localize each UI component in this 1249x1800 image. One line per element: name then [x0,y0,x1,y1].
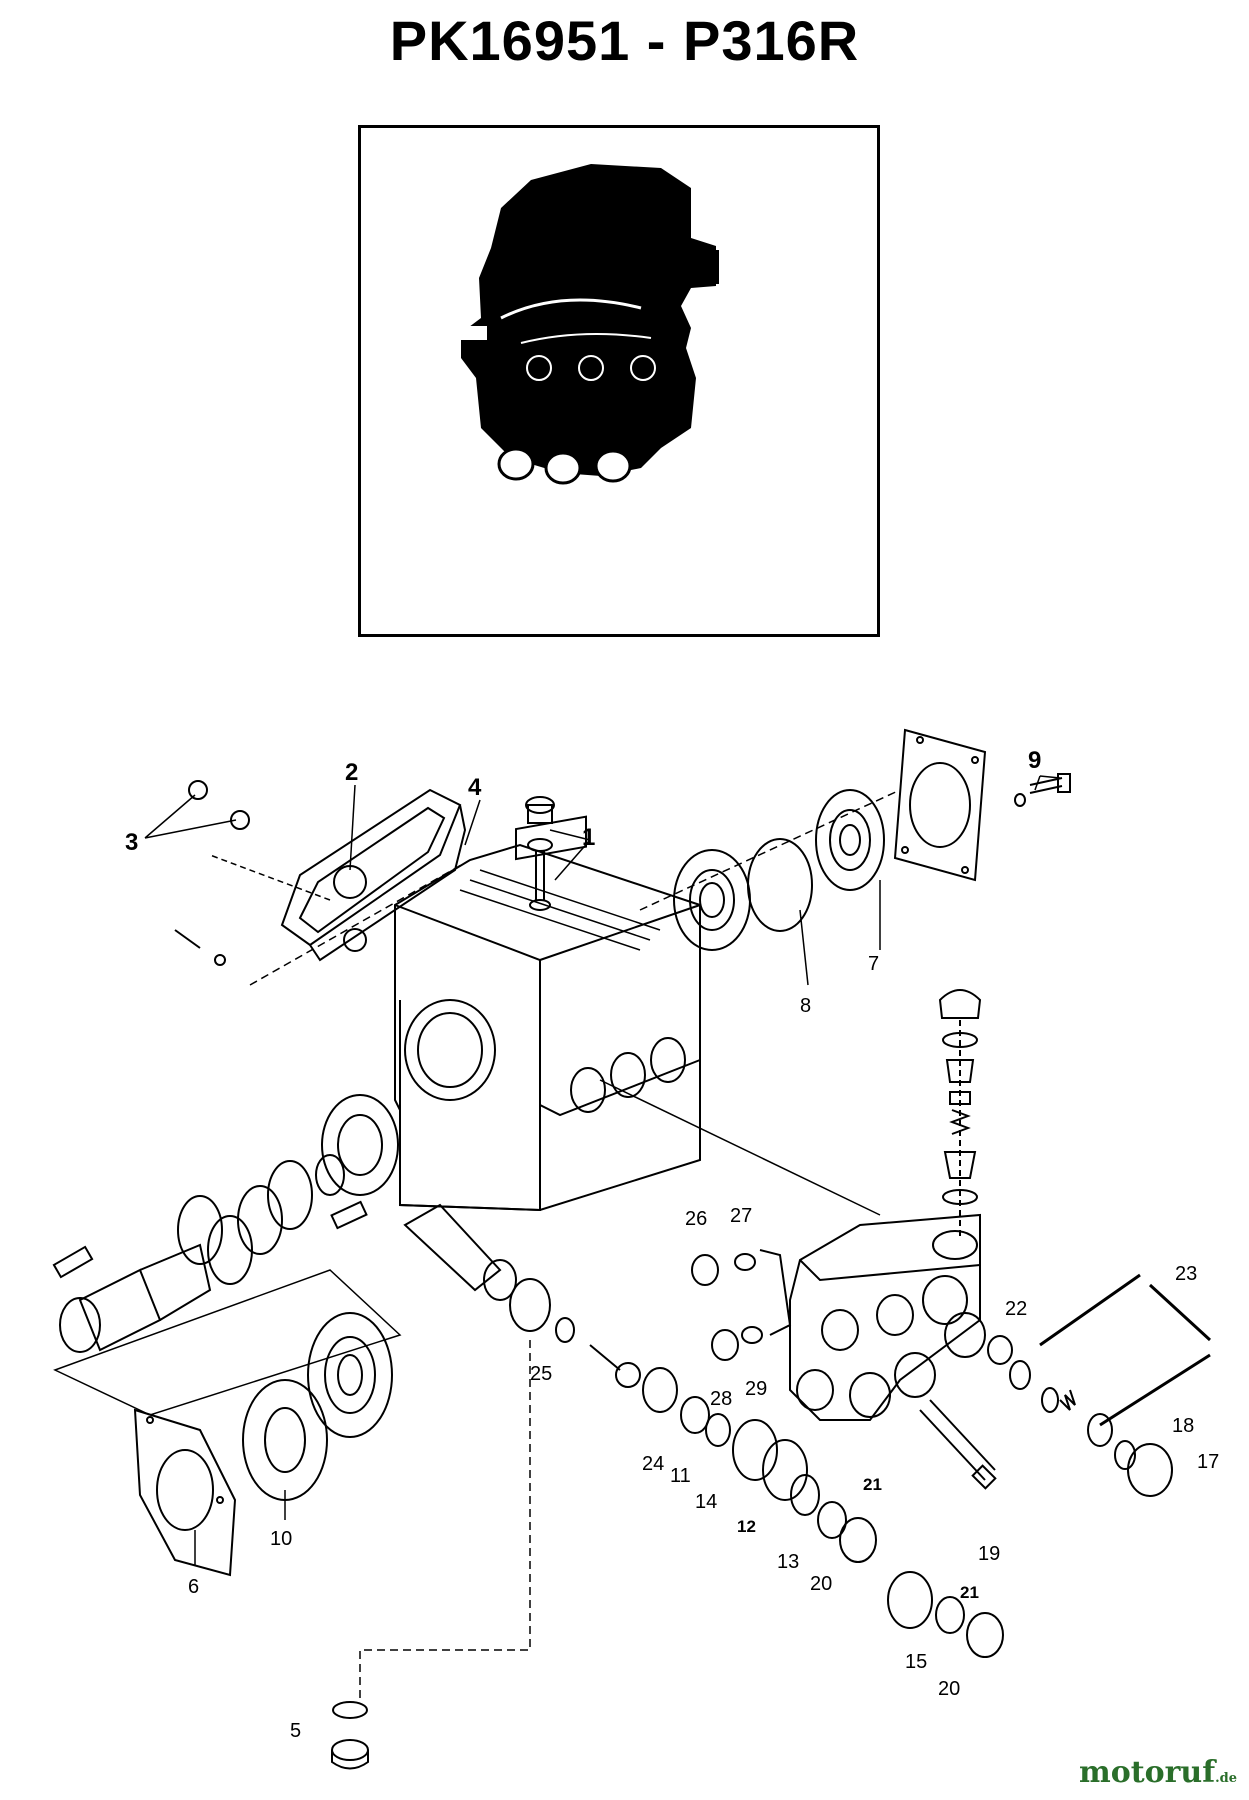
manifold-head [789,1213,986,1421]
crankcase-housing [394,815,701,1212]
label-23: 23 [1175,1263,1197,1285]
label-3: 3 [125,829,138,856]
label-14: 14 [695,1491,717,1513]
part-labels: 1 2 3 4 5 6 7 8 9 10 11 12 13 14 15 17 1… [125,747,1219,1742]
label-11: 11 [670,1465,691,1487]
o-ring-8 [747,838,813,932]
label-10: 10 [270,1528,292,1550]
plunger-assembly [509,1278,877,1563]
label-17: 17 [1197,1451,1219,1473]
pump-photo-frame [358,125,880,637]
cover-seal-ring [321,1094,399,1196]
screws-3 [174,780,250,966]
valve-stack [938,989,982,1240]
label-25: 25 [530,1363,552,1385]
lower-seals [887,1571,1004,1658]
plugs [691,1249,792,1361]
label-12: 12 [737,1517,756,1536]
watermark-brand: motoruf [1078,1755,1216,1790]
bearing-flange-right [893,728,987,882]
label-28: 28 [710,1388,732,1410]
main-bearing-left [307,1312,393,1438]
seal-7 [815,789,885,891]
screw-9 [1014,773,1071,807]
label-4: 4 [468,774,482,801]
label-8: 8 [800,995,811,1017]
bearing-flange-left [133,1408,237,1577]
label-2: 2 [345,759,358,786]
label-22: 22 [1005,1298,1027,1320]
seal-10 [242,1379,328,1501]
page-title: PK16951 - P316R [389,9,860,72]
label-13: 13 [777,1551,799,1573]
label-7: 7 [868,953,879,975]
oil-filler [525,796,555,911]
connecting-rod [330,1200,517,1301]
label-21b: 21 [960,1583,979,1602]
brand-watermark: motoruf.de [1079,1755,1237,1790]
label-9: 9 [1028,747,1041,774]
drain-plug [331,1701,369,1770]
rear-cover [280,788,467,962]
label-5: 5 [290,1720,301,1742]
watermark-tld: .de [1215,1771,1237,1786]
outlet-parts [987,1273,1212,1497]
label-18: 18 [1172,1415,1194,1437]
crankshaft [52,1154,345,1353]
pump-photo [457,164,719,485]
label-29: 29 [745,1378,767,1400]
label-20b: 20 [938,1678,960,1700]
label-21a: 21 [863,1475,882,1494]
label-24: 24 [642,1453,664,1475]
label-1: 1 [582,824,595,851]
label-26: 26 [685,1208,707,1230]
label-15: 15 [905,1651,927,1673]
label-6: 6 [188,1576,199,1598]
label-27: 27 [730,1205,752,1227]
label-20a: 20 [810,1573,832,1595]
label-19: 19 [978,1543,1000,1565]
unloader-valve [919,1399,997,1490]
